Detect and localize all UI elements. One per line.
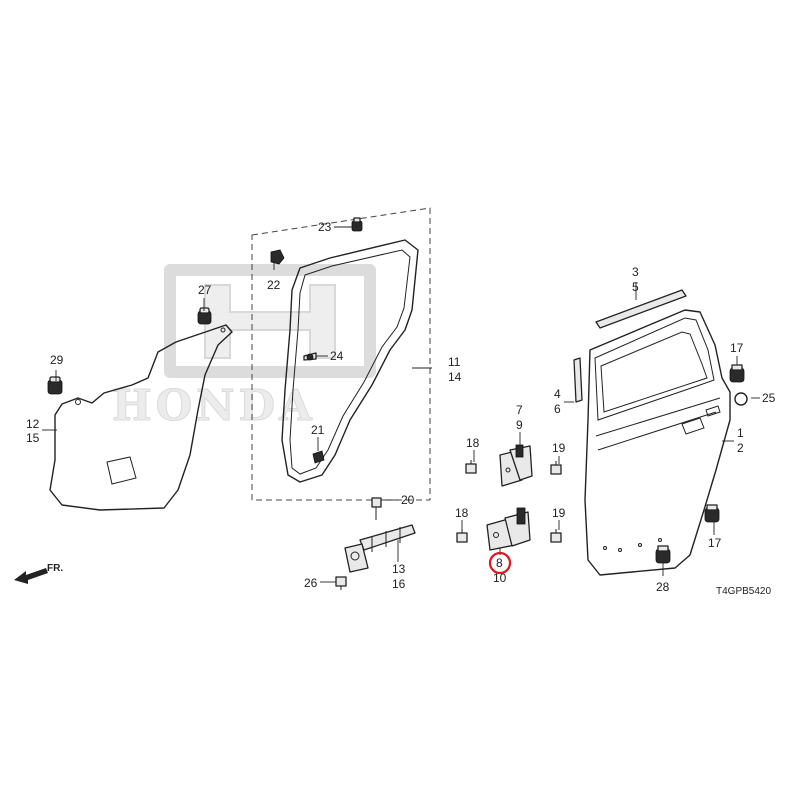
callout-11: 11: [448, 355, 461, 369]
callout-18-upper: 18: [466, 436, 480, 450]
callout-19-lower: 19: [552, 506, 566, 520]
rear-door-panel: [584, 309, 731, 576]
callout-9: 9: [516, 418, 523, 432]
front-direction-arrow: FR.: [14, 563, 63, 584]
door-weatherstrip: [281, 239, 419, 483]
callout-20: 20: [401, 493, 415, 507]
callout-15: 15: [26, 431, 40, 445]
diagram-code: T4GPB5420: [716, 586, 771, 597]
callout-17-lower: 17: [708, 536, 722, 550]
callout-22: 22: [267, 278, 281, 292]
clip-23: [351, 217, 363, 232]
callout-24: 24: [330, 349, 344, 363]
clip-21: [312, 450, 325, 464]
callout-1: 1: [737, 426, 744, 440]
selected-part-highlight[interactable]: [488, 551, 512, 575]
callout-21: 21: [311, 423, 325, 437]
door-protector-sheet: [49, 324, 233, 511]
callout-13: 13: [392, 562, 406, 576]
callout-28: 28: [656, 580, 670, 594]
stopper-28: [655, 545, 671, 564]
clip-29: [47, 376, 63, 395]
callout-26: 26: [304, 576, 318, 590]
callout-16: 16: [392, 577, 406, 591]
bolt-20: [371, 497, 382, 520]
callout-4: 4: [554, 387, 561, 401]
callout-17-upper: 17: [730, 341, 744, 355]
callout-27: 27: [198, 283, 212, 297]
watermark-brand: HONDA: [112, 381, 316, 430]
upper-hinge: [499, 444, 533, 487]
pillar-garnish: [573, 357, 583, 403]
callout-12: 12: [26, 417, 40, 431]
callout-8: 8: [496, 556, 503, 570]
lower-hinge: [486, 507, 531, 551]
callout-10: 10: [493, 571, 507, 585]
weatherstrip-group-box: [251, 207, 431, 501]
clip-27: [197, 307, 212, 325]
callout-3: 3: [632, 265, 639, 279]
leader-lines: [42, 226, 760, 583]
bolt-19-upper: [550, 461, 562, 475]
bolt-18-lower: [456, 529, 468, 543]
callout-7: 7: [516, 403, 523, 417]
callout-6: 6: [554, 402, 561, 416]
stopper-17-upper: [729, 364, 745, 383]
door-checker: [344, 524, 416, 573]
callout-19-upper: 19: [552, 441, 566, 455]
door-sash-molding: [595, 289, 687, 329]
bolt-18-upper: [465, 460, 477, 474]
callout-14: 14: [448, 370, 462, 384]
callout-23: 23: [318, 220, 332, 234]
callout-18-lower: 18: [455, 506, 469, 520]
bolt-19-lower: [550, 529, 562, 543]
seal-ring-25: [734, 392, 748, 406]
callout-labels: 29 12 15 27 22 23 24 21 11 14 3 5 4 6 17…: [26, 220, 776, 594]
honda-watermark: HONDA: [112, 264, 376, 431]
callout-25: 25: [762, 391, 776, 405]
callout-2: 2: [737, 441, 744, 455]
bolt-26: [335, 576, 347, 590]
callout-5: 5: [632, 280, 639, 294]
callout-29: 29: [50, 353, 64, 367]
clip-22: [270, 249, 285, 265]
front-direction-label: FR.: [47, 563, 63, 574]
stopper-17-lower: [704, 504, 720, 523]
clip-24: [303, 352, 317, 361]
